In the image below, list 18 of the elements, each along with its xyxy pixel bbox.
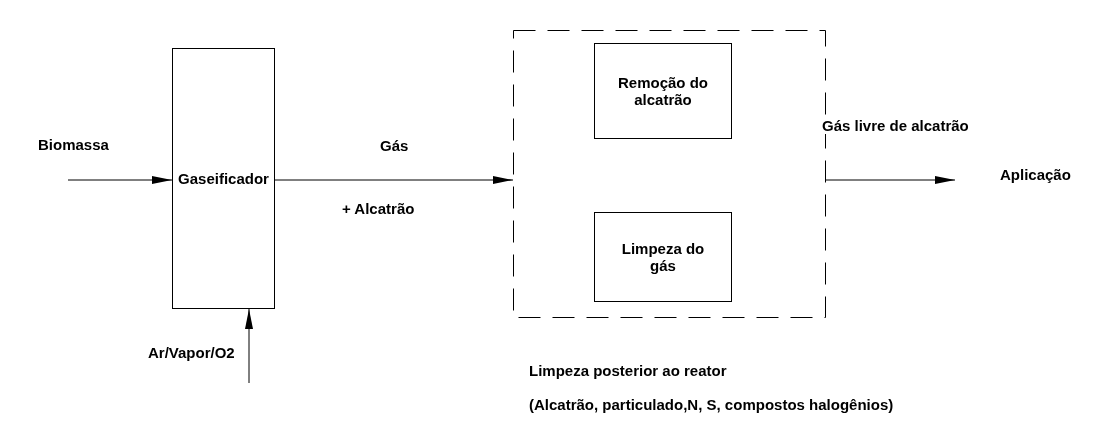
process-label: Remoção do alcatrão xyxy=(617,74,709,108)
edge-label: Gás xyxy=(380,137,409,154)
process-box xyxy=(594,212,732,302)
caption-text: (Alcatrão, particulado,N, S, compostos halogênios) xyxy=(529,396,894,413)
flow-label: Aplicação xyxy=(1000,166,1071,183)
process-label: Gaseificador xyxy=(177,170,270,187)
edge-label: Gás livre de alcatrão xyxy=(822,117,969,134)
process-label: Limpeza do gás xyxy=(620,240,706,274)
caption-text: Limpeza posterior ao reator xyxy=(529,362,727,379)
process-box xyxy=(172,48,275,309)
arrow xyxy=(245,308,253,384)
arrow xyxy=(274,176,514,184)
process-box xyxy=(594,43,732,139)
arrow xyxy=(825,176,956,184)
arrow xyxy=(67,176,173,184)
flow-label: Ar/Vapor/O2 xyxy=(148,344,235,361)
flow-label: Biomassa xyxy=(38,136,109,153)
flow-note: + Alcatrão xyxy=(342,200,415,217)
